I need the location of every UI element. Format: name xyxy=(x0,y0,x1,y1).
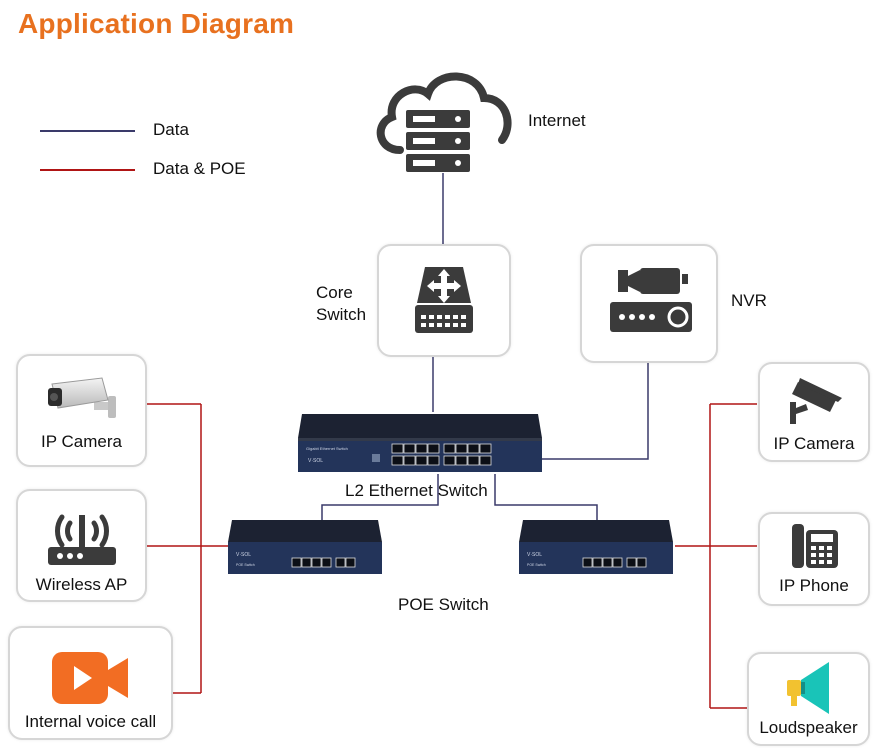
legend-poe-line xyxy=(40,169,135,171)
l2-ethernet-switch: Gigabit Ethernet Switch V·SOL xyxy=(298,414,542,472)
core-switch-card xyxy=(377,244,511,357)
legend-data-label: Data xyxy=(153,120,189,139)
wifi-router-icon xyxy=(48,514,116,565)
svg-text:POE Switch: POE Switch xyxy=(527,563,546,567)
security-camera-icon xyxy=(48,377,116,418)
nvr-card xyxy=(580,244,718,363)
wireless-ap-card: Wireless AP xyxy=(16,489,147,602)
svg-text:V·SOL: V·SOL xyxy=(308,458,323,464)
core-switch-icon xyxy=(415,267,473,333)
ip-camera-left-label: IP Camera xyxy=(41,432,122,451)
desk-phone-icon xyxy=(792,524,838,568)
video-call-icon xyxy=(52,652,128,704)
poe-switch-left: V·SOL POE Switch xyxy=(228,520,382,574)
ip-camera-right-label: IP Camera xyxy=(773,434,855,453)
megaphone-icon xyxy=(787,662,829,714)
l2-poe-right-link xyxy=(494,474,598,522)
wireless-ap-label: Wireless AP xyxy=(35,575,128,594)
poe-switch-right: V·SOL POE Switch xyxy=(519,520,673,574)
l2-switch-label: L2 Ethernet Switch xyxy=(345,481,488,500)
nvr-l2-link xyxy=(540,360,649,460)
legend-data-line xyxy=(40,130,135,132)
ip-phone-card: IP Phone xyxy=(758,512,870,606)
ip-phone-label: IP Phone xyxy=(779,576,849,595)
cloud-server-icon xyxy=(376,72,512,172)
loudspeaker-card: Loudspeaker xyxy=(747,652,870,746)
ip-camera-left-card: IP Camera xyxy=(16,354,147,467)
voice-call-card: Internal voice call xyxy=(8,626,173,740)
legend-poe-label: Data & POE xyxy=(153,159,246,178)
voice-call-label: Internal voice call xyxy=(24,712,157,731)
l2-poe-left-link xyxy=(321,474,439,522)
loudspeaker-label: Loudspeaker xyxy=(759,718,858,737)
page-title: Application Diagram xyxy=(18,8,295,39)
svg-text:POE Switch: POE Switch xyxy=(236,563,255,567)
internet-label: Internet xyxy=(528,111,586,130)
svg-text:Gigabit Ethernet Switch: Gigabit Ethernet Switch xyxy=(306,446,348,451)
nvr-label: NVR xyxy=(731,291,767,310)
core-switch-label: Core Switch xyxy=(316,283,367,324)
nvr-icon xyxy=(610,268,692,332)
cctv-camera-icon xyxy=(790,378,842,424)
poe-switch-label: POE Switch xyxy=(398,595,489,614)
ip-camera-right-card: IP Camera xyxy=(758,362,870,462)
svg-text:V·SOL: V·SOL xyxy=(527,552,542,558)
svg-text:V·SOL: V·SOL xyxy=(236,552,251,558)
